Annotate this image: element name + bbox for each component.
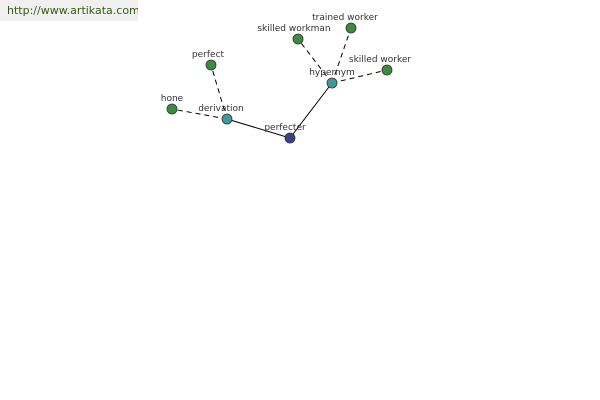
node-label-hypernym[interactable]: hypernym	[309, 68, 355, 78]
node-label-hone[interactable]: hone	[161, 94, 184, 104]
node-label-derivation[interactable]: derivation	[198, 104, 244, 114]
labels-layer: perfecter derivation hypernym perfect hone sk…	[161, 13, 412, 133]
nodes-layer	[166, 22, 393, 144]
node-hone[interactable]	[166, 103, 178, 115]
site-url-link[interactable]: http://www.artikata.com	[0, 0, 138, 21]
node-label-perfecter[interactable]: perfecter	[264, 123, 306, 133]
node-perfect[interactable]	[205, 59, 217, 71]
edge-hypernym-trained_worker	[331, 27, 352, 84]
edge-perfecter-hypernym	[289, 82, 333, 139]
node-label-skilled-workman[interactable]: skilled workman	[257, 24, 330, 34]
node-skilled-workman[interactable]	[292, 33, 304, 45]
node-trained-worker[interactable]	[345, 22, 357, 34]
node-label-perfect[interactable]: perfect	[192, 50, 225, 60]
node-derivation[interactable]	[221, 113, 233, 125]
edge-hypernym-skilled_worker	[331, 69, 388, 84]
edge-derivation-perfect	[210, 64, 228, 120]
node-hypernym[interactable]	[326, 77, 338, 89]
node-label-trained-worker[interactable]: trained worker	[312, 13, 378, 23]
node-perfecter[interactable]	[284, 132, 296, 144]
edges-layer	[171, 27, 388, 139]
edge-derivation-hone	[171, 108, 228, 120]
node-skilled-worker[interactable]	[381, 64, 393, 76]
edge-hypernym-skilled_workman	[297, 38, 333, 84]
edge-perfecter-derivation	[226, 118, 291, 139]
node-label-skilled-worker[interactable]: skilled worker	[349, 55, 412, 65]
